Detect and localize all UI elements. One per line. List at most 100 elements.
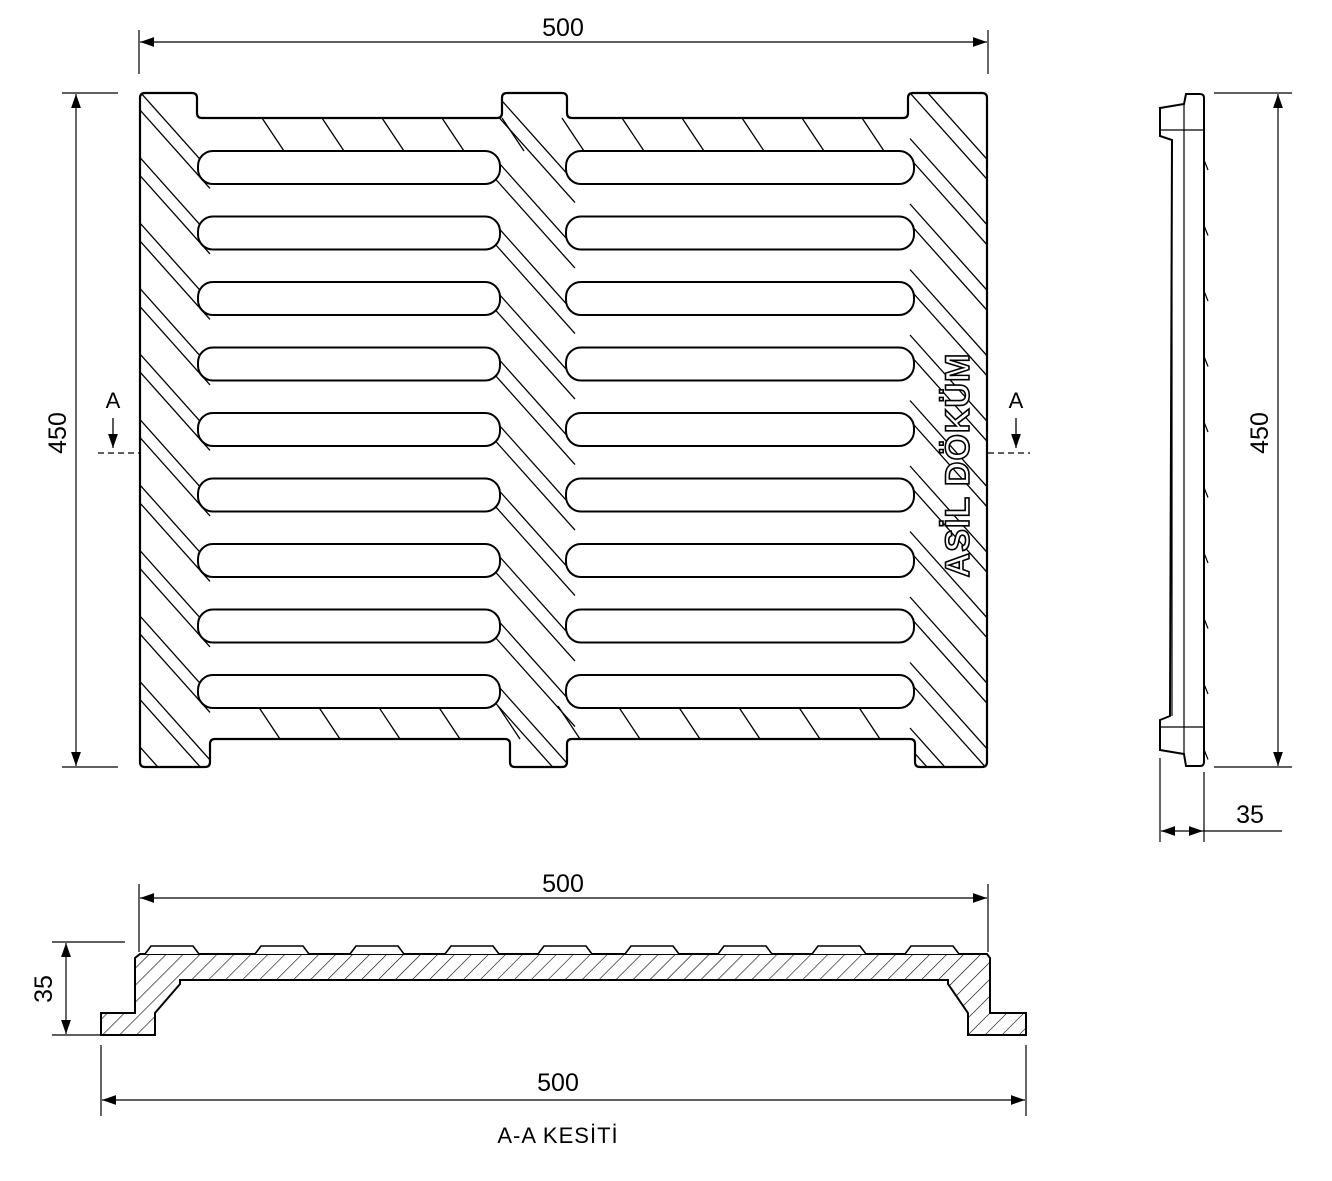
mid-rib-line [494,309,576,400]
section-bar-bump [254,945,310,955]
top-strip-hatch [321,117,345,152]
bottom-strip-hatch [437,705,461,740]
mid-rib-line [494,616,576,708]
section-top-width-label: 500 [542,870,584,898]
slot-1-4 [197,346,501,382]
top-strip-hatch [381,117,405,152]
section-bottom-width-dimension: 500 [100,1045,1027,1116]
left-rib-line [140,288,211,368]
section-bar-bump [717,945,773,955]
left-rib-line [140,746,211,767]
side-rib-tick [1203,356,1209,367]
section-bar-bump [349,945,405,955]
mid-rib-line [494,289,576,380]
left-rib-line [140,157,211,237]
slot-2-4 [565,346,915,382]
right-rib-line [909,334,987,426]
top-view: 500 450 A A [44,14,1030,858]
bottom-strip-hatch [857,705,881,740]
top-strip-hatch [261,117,285,152]
mid-rib-line [494,747,576,767]
slot-1-3 [197,281,501,316]
right-rib-line [909,420,987,511]
left-rib-line [140,419,211,499]
slot-1-6 [197,477,501,513]
slot-1-1 [197,150,501,185]
left-rib-line [140,353,211,433]
slot-2-6 [565,477,915,513]
slot-2-5 [565,412,915,447]
mid-rib-line [494,354,576,446]
side-rib-tick [1203,618,1209,629]
bottom-strip-hatch [737,705,761,740]
side-rib-tick [1203,683,1209,695]
left-rib-line [140,93,211,171]
brand-logo-text: ASİL DÖKÜM [939,353,977,578]
side-rib-tick [1203,159,1209,171]
mid-rib-line [495,768,575,858]
right-rib-line [909,682,987,767]
grating-slots [197,150,915,709]
section-bar-bump [624,945,680,955]
left-rib-line [140,615,211,695]
right-rib-line [909,203,987,295]
left-rib-line [140,484,211,564]
side-rib-tick [1203,421,1209,433]
mid-rib-line [494,420,576,511]
mid-rib-line [494,505,576,597]
right-rib-line [909,747,987,767]
right-rib-line [909,400,987,491]
section-depth-dimension: 35 [30,941,125,1036]
section-bar-bump [811,945,867,955]
section-bar-bump [537,945,593,955]
bottom-strip-hatch [257,705,281,740]
mid-rib-line [494,551,576,642]
top-strip-hatch [621,117,645,152]
right-rib-line [909,616,987,708]
bottom-strip-hatch [377,705,401,740]
left-rib-line [140,550,211,630]
right-rib-line [909,93,987,164]
right-rib-line [909,596,987,688]
slot-2-7 [565,543,915,578]
slot-1-9 [197,674,501,709]
slot-2-9 [565,674,915,709]
side-depth-label: 35 [1236,801,1264,829]
section-bar-bump [904,945,960,955]
section-bar-bump [144,945,200,955]
top-strip-hatch [501,117,525,152]
right-rib-line [909,727,987,767]
mid-rib-line [494,178,576,269]
top-strip-hatch [861,117,885,152]
side-rib-tick [1203,487,1209,498]
mid-rib-line [494,93,576,184]
right-rib-line [909,465,987,557]
side-rib-tick [1203,290,1209,302]
right-rib-line [909,93,987,184]
top-width-label: 500 [542,14,584,42]
left-rib-line [140,699,211,767]
right-rib-line [909,269,987,360]
side-height-label: 450 [1246,412,1274,454]
right-rib-line [909,223,987,315]
mid-rib-line [494,374,576,466]
top-strip-hatch [741,117,765,152]
section-profile [100,945,1027,1036]
slot-2-8 [565,608,915,644]
top-height-dimension: 450 [44,92,118,768]
section-bar-bump [444,945,500,955]
side-profile [1159,93,1209,767]
slot-1-2 [197,215,501,251]
mid-rib-line [494,440,576,531]
mid-rib-line [494,702,576,767]
side-rib-tick [1203,225,1209,236]
side-rib-tick [1203,749,1209,760]
side-height-dimension: 450 [1214,92,1292,768]
slot-2-3 [565,281,915,316]
mid-rib-line [494,682,576,767]
left-rib-line [140,222,211,302]
section-caption: A-A KESİTİ [497,1123,618,1148]
mid-rib-line [494,571,576,662]
section-mark-right-label: A [1009,388,1024,413]
